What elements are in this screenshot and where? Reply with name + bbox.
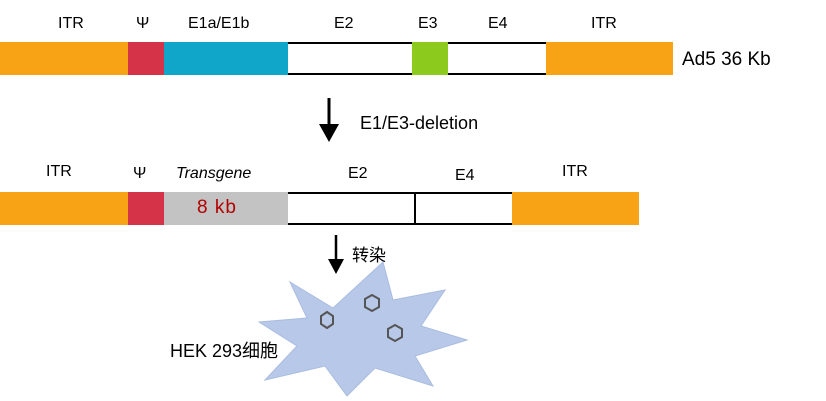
hek293-cell-illustration [257, 261, 469, 397]
down-arrow-icon [319, 98, 339, 142]
top-label-itr-right: ITR [591, 15, 617, 32]
vector-psi-segment [128, 192, 164, 225]
bottom-label-itr-right: ITR [562, 163, 588, 180]
transfection-step-label: 转染 [352, 246, 386, 265]
vector-itr-right-segment [512, 192, 639, 225]
top-label-e2: E2 [334, 15, 354, 32]
transgene-segment: 8 kb [164, 192, 288, 225]
bottom-label-psi: Ψ [133, 165, 147, 182]
bottom-label-e4: E4 [455, 167, 475, 184]
top-label-psi: Ψ [136, 15, 150, 32]
genome-size-label: Ad5 36 Kb [682, 49, 771, 70]
top-label-itr-left: ITR [58, 15, 84, 32]
e4-segment [448, 42, 546, 75]
vector-e2-e4-segment [288, 192, 512, 225]
top-label-e4: E4 [488, 15, 508, 32]
top-label-e3: E3 [418, 15, 438, 32]
e3-segment [412, 42, 448, 75]
cell-body [257, 261, 469, 397]
down-arrow-icon [328, 235, 344, 274]
top-label-e1: E1a/E1b [188, 15, 250, 32]
cell-label: HEK 293细胞 [170, 341, 279, 361]
e2-segment [288, 42, 412, 75]
vector-itr-left-segment [0, 192, 128, 225]
virus-particle-icon [320, 310, 334, 330]
psi-segment [128, 42, 164, 75]
itr-left-segment [0, 42, 128, 75]
deletion-step-label: E1/E3-deletion [360, 113, 479, 133]
itr-right-segment [546, 42, 673, 75]
transgene-size-label: 8 kb [197, 197, 237, 218]
bottom-label-transgene: Transgene [176, 165, 252, 182]
e2-e4-divider [414, 192, 416, 225]
virus-particle-icon [364, 293, 380, 313]
bottom-label-itr-left: ITR [46, 163, 72, 180]
e1-segment [164, 42, 288, 75]
virus-particle-icon [387, 323, 403, 343]
bottom-label-e2: E2 [348, 165, 368, 182]
